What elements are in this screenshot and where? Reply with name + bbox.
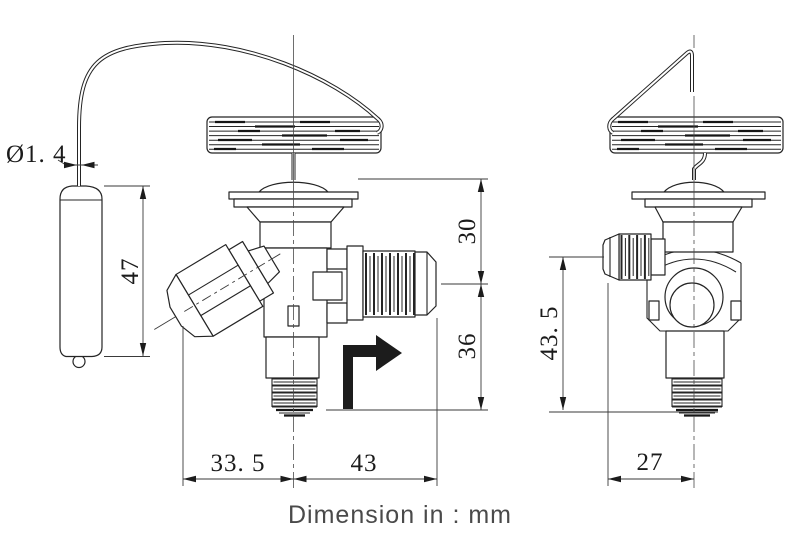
- unit-note: Dimension in : mm: [288, 501, 512, 529]
- dim-port-face-to-center-side: 27: [637, 449, 664, 476]
- dim-inlet-to-center: 33. 5: [211, 450, 266, 477]
- dim-center-to-outlet-end: 43: [351, 450, 378, 477]
- thermal-head-coil-side: [609, 116, 784, 154]
- capillary-tube: [77, 40, 384, 186]
- diaphragm-housing-side: [631, 181, 766, 223]
- bulb-tip: [72, 354, 86, 369]
- bottom-port-side: [671, 377, 723, 417]
- side-view: [602, 49, 784, 417]
- flow-direction-arrow: [343, 335, 402, 409]
- dim-capillary-diameter: Ø1. 4: [6, 141, 67, 168]
- outlet-port-front: [346, 245, 437, 321]
- thermal-head-coil-front: [206, 116, 382, 154]
- dim-bulb-length: 47: [117, 258, 144, 285]
- side-port: [602, 233, 666, 281]
- capillary-tube-side: [607, 49, 707, 180]
- bulb-assembly: [59, 40, 384, 369]
- dim-head-to-outlet-center: 30: [454, 218, 481, 245]
- bottom-port-front: [271, 377, 318, 417]
- body-window-front: [312, 271, 343, 301]
- dim-port-center-to-bottom-side: 43. 5: [536, 306, 563, 361]
- sensing-bulb: [59, 185, 103, 358]
- dimension-annotations: Ø1. 4 47 30 36 33. 5 43 43. 5 27: [6, 35, 718, 490]
- front-view: [154, 116, 437, 417]
- dim-outlet-center-to-bottom: 36: [454, 333, 481, 360]
- inlet-flare-nut: [154, 240, 281, 338]
